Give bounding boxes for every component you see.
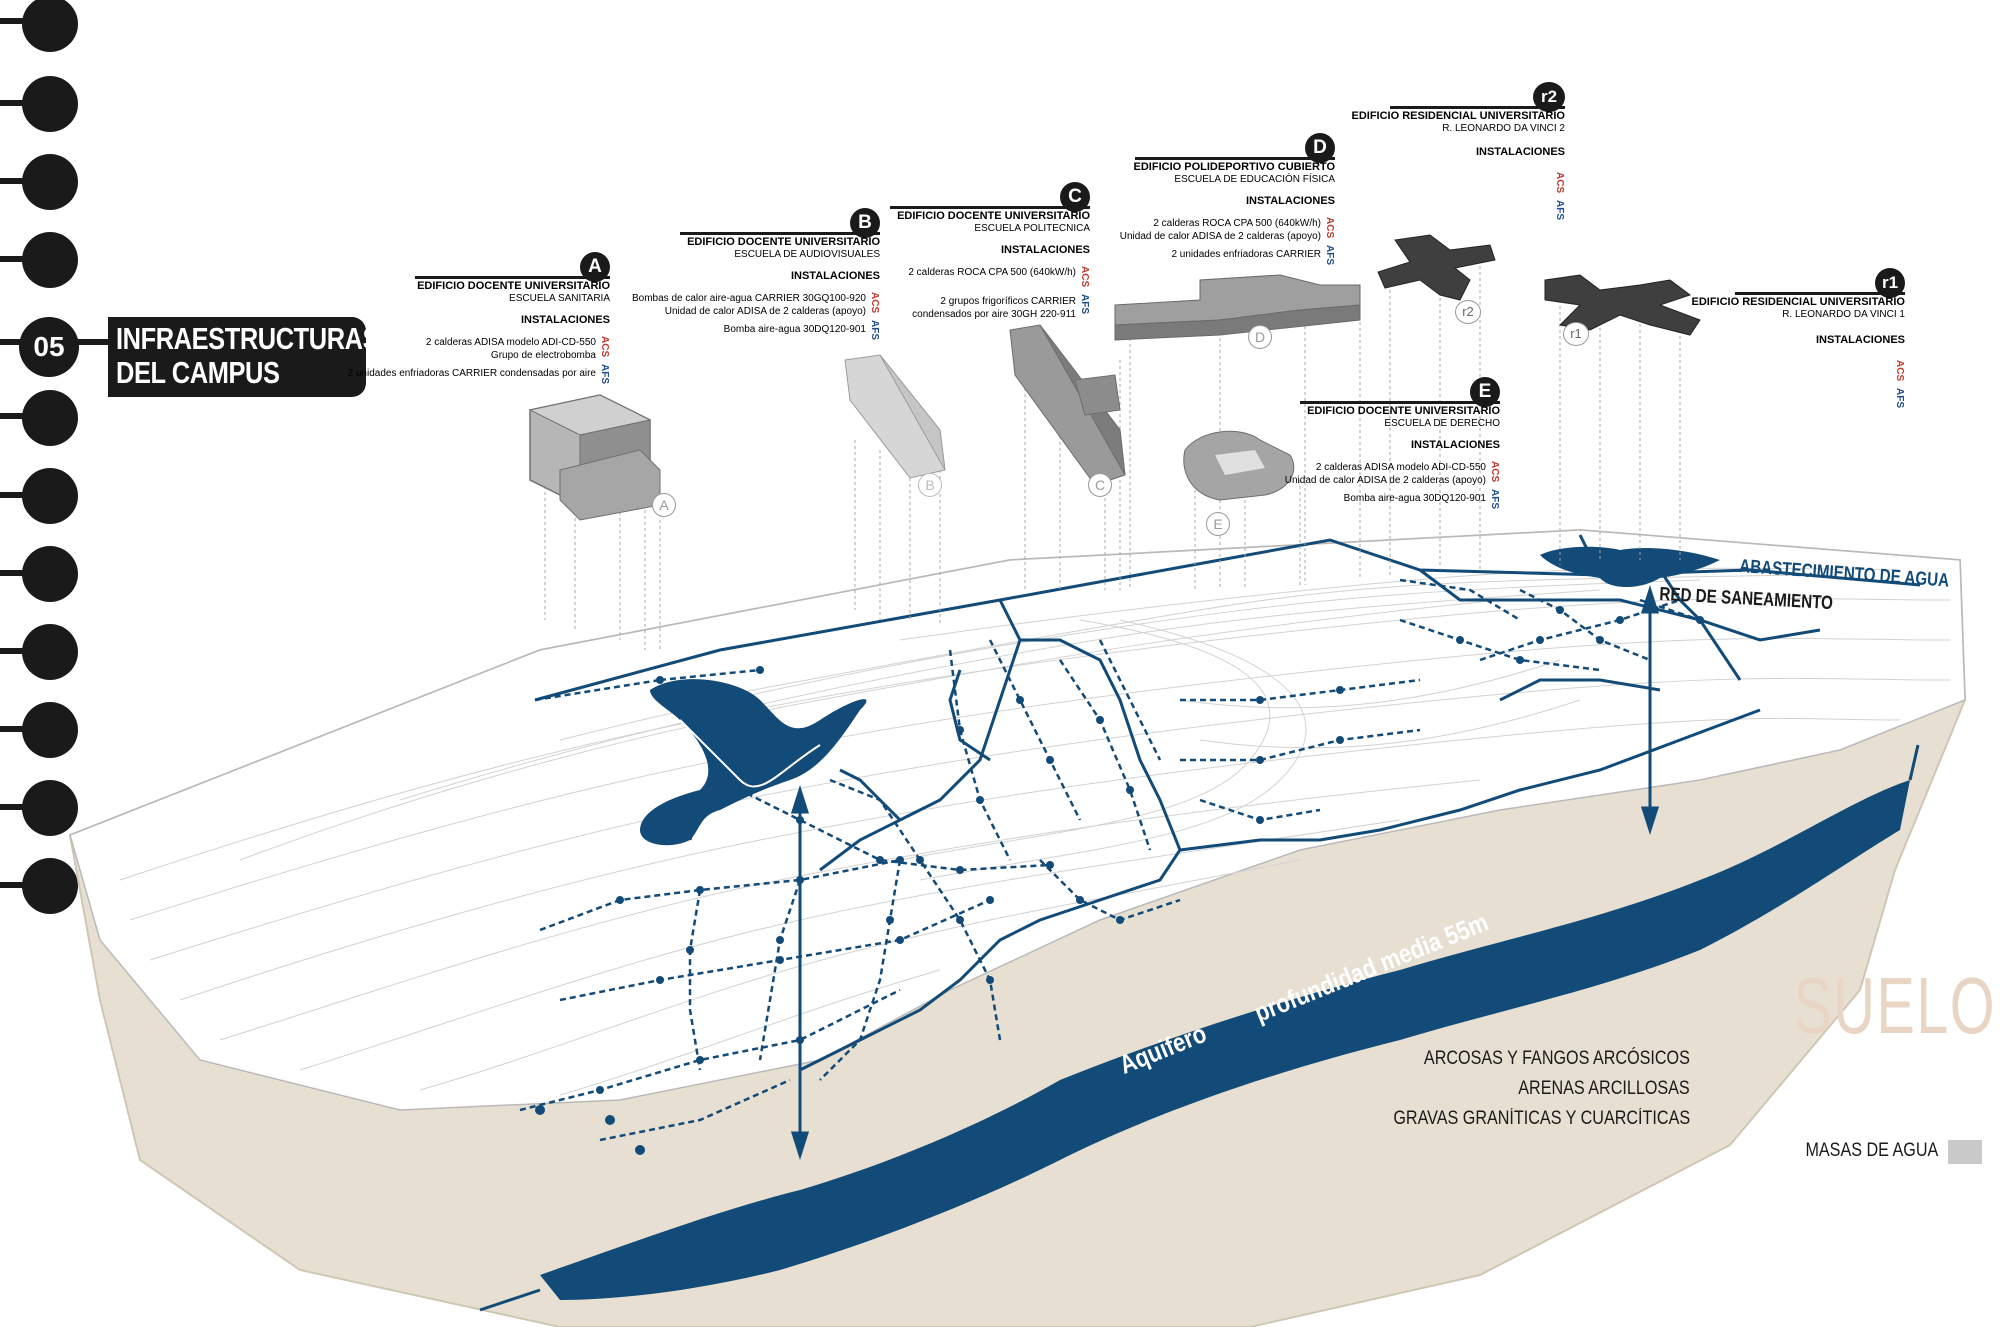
acs-tag: ACS: [869, 292, 880, 314]
building-heading: EDIFICIO DOCENTE UNIVERSITARIO: [417, 280, 610, 292]
acs-line-2: Grupo de electrobomba: [490, 350, 596, 361]
legend-arcosas: ARCOSAS Y FANGOS ARCÓSICOS: [1424, 1048, 1690, 1069]
marker-b: B: [918, 473, 942, 497]
building-heading: EDIFICIO POLIDEPORTIVO CUBIERTO: [1133, 161, 1335, 173]
afs-line: Bomba aire-agua 30DQ120-901: [723, 324, 866, 335]
section-number-circle: [19, 317, 79, 377]
acs-tag: ACS: [1079, 266, 1090, 288]
legend-masas-agua: MASAS DE AGUA: [1805, 1140, 1938, 1161]
timeline-dots: [0, 0, 110, 914]
afs-line: 2 unidades enfriadoras CARRIER condensad…: [347, 368, 596, 379]
page-title: INFRAESTRUCTURAS DEL CAMPUS: [116, 321, 380, 390]
building-model-a: [528, 394, 661, 521]
legend-arenas: ARENAS ARCILLOSAS: [1518, 1078, 1690, 1099]
aquifer-band: [540, 780, 1910, 1300]
installations-label: INSTALACIONES: [1815, 334, 1905, 346]
afs-tag: AFS: [1324, 245, 1335, 265]
building-heading: EDIFICIO DOCENTE UNIVERSITARIO: [687, 236, 880, 248]
afs-line-2: condensados por aire 30GH 220-911: [912, 309, 1076, 320]
title-tab: [108, 317, 366, 397]
acs-tag: ACS: [1489, 461, 1500, 483]
building-model-c: [1009, 324, 1126, 486]
building-model-e: [1183, 430, 1295, 501]
pond-right: [1540, 546, 1720, 587]
building-heading: EDIFICIO DOCENTE UNIVERSITARIO: [1307, 405, 1500, 417]
building-heading: EDIFICIO RESIDENCIAL UNIVERSITARIO: [1691, 296, 1905, 308]
section-number: 05: [33, 331, 65, 362]
afs-tag: AFS: [1894, 388, 1905, 408]
building-heading: EDIFICIO DOCENTE UNIVERSITARIO: [897, 210, 1090, 222]
marker-e: E: [1206, 512, 1230, 536]
acs-line-2: Unidad de calor ADISA de 2 calderas (apo…: [1284, 475, 1486, 486]
acs-tag: ACS: [1324, 217, 1335, 239]
title-line-2: DEL CAMPUS: [116, 355, 280, 390]
marker-r2: r2: [1455, 300, 1481, 324]
marker-r1: r1: [1563, 322, 1589, 346]
acs-line: 2 calderas ADISA modelo ADI-CD-550: [425, 337, 596, 348]
soil-title: SUELO: [1793, 961, 1996, 1050]
building-model-d: [1114, 274, 1361, 341]
water-swatch: [1948, 1140, 1982, 1164]
afs-tag: AFS: [1554, 200, 1565, 220]
acs-line: Bombas de calor aire-agua CARRIER 30GQ10…: [631, 293, 866, 304]
building-subheading: ESCUELA DE AUDIOVISUALES: [734, 249, 880, 260]
building-subheading: R. LEONARDO DA VINCI 1: [1782, 309, 1905, 320]
depth-arrows: [790, 585, 1660, 1160]
building-model-b: [844, 354, 946, 479]
acs-tag: ACS: [1554, 172, 1565, 194]
building-subheading: R. LEONARDO DA VINCI 2: [1442, 123, 1565, 134]
building-model-r1: [1544, 274, 1701, 336]
installations-label: INSTALACIONES: [520, 314, 610, 326]
afs-line: 2 grupos frigoríficos CARRIER: [940, 296, 1076, 307]
afs-tag: AFS: [599, 364, 610, 384]
legend-gravas: GRAVAS GRANÍTICAS Y CUARCÍTICAS: [1393, 1108, 1690, 1129]
building-subheading: ESCUELA SANITARIA: [509, 293, 610, 304]
building-subheading: ESCUELA DE EDUCACIÓN FÍSICA: [1174, 174, 1335, 185]
afs-line: 2 unidades enfriadoras CARRIER: [1171, 249, 1321, 260]
afs-line: Bomba aire-agua 30DQ120-901: [1343, 493, 1486, 504]
title-line-1: INFRAESTRUCTURAS: [116, 321, 380, 356]
afs-tag: AFS: [1079, 294, 1090, 314]
acs-line: 2 calderas ADISA modelo ADI-CD-550: [1315, 462, 1486, 473]
marker-a: A: [652, 493, 676, 517]
acs-tag: ACS: [1894, 360, 1905, 382]
acs-line-2: Unidad de calor ADISA de 2 calderas (apo…: [664, 306, 866, 317]
building-subheading: ESCUELA POLITECNICA: [974, 223, 1090, 234]
acs-tag: ACS: [599, 336, 610, 358]
afs-tag: AFS: [869, 320, 880, 340]
installations-label: INSTALACIONES: [1245, 195, 1335, 207]
installations-label: INSTALACIONES: [1410, 439, 1500, 451]
marker-d: D: [1248, 325, 1272, 349]
installations-label: INSTALACIONES: [1475, 146, 1565, 158]
building-model-r2: [1377, 234, 1496, 301]
installations-label: INSTALACIONES: [790, 270, 880, 282]
acs-line: 2 calderas ROCA CPA 500 (640kW/h): [908, 267, 1076, 278]
acs-line: 2 calderas ROCA CPA 500 (640kW/h): [1153, 218, 1321, 229]
terrain-surface: [69, 529, 1966, 1111]
building-subheading: ESCUELA DE DERECHO: [1384, 418, 1500, 429]
building-heading: EDIFICIO RESIDENCIAL UNIVERSITARIO: [1351, 110, 1565, 122]
installations-label: INSTALACIONES: [1000, 244, 1090, 256]
pond-left: [640, 679, 867, 846]
afs-tag: AFS: [1489, 489, 1500, 509]
acs-line-2: Unidad de calor ADISA de 2 calderas (apo…: [1119, 231, 1321, 242]
marker-c: C: [1088, 473, 1112, 497]
